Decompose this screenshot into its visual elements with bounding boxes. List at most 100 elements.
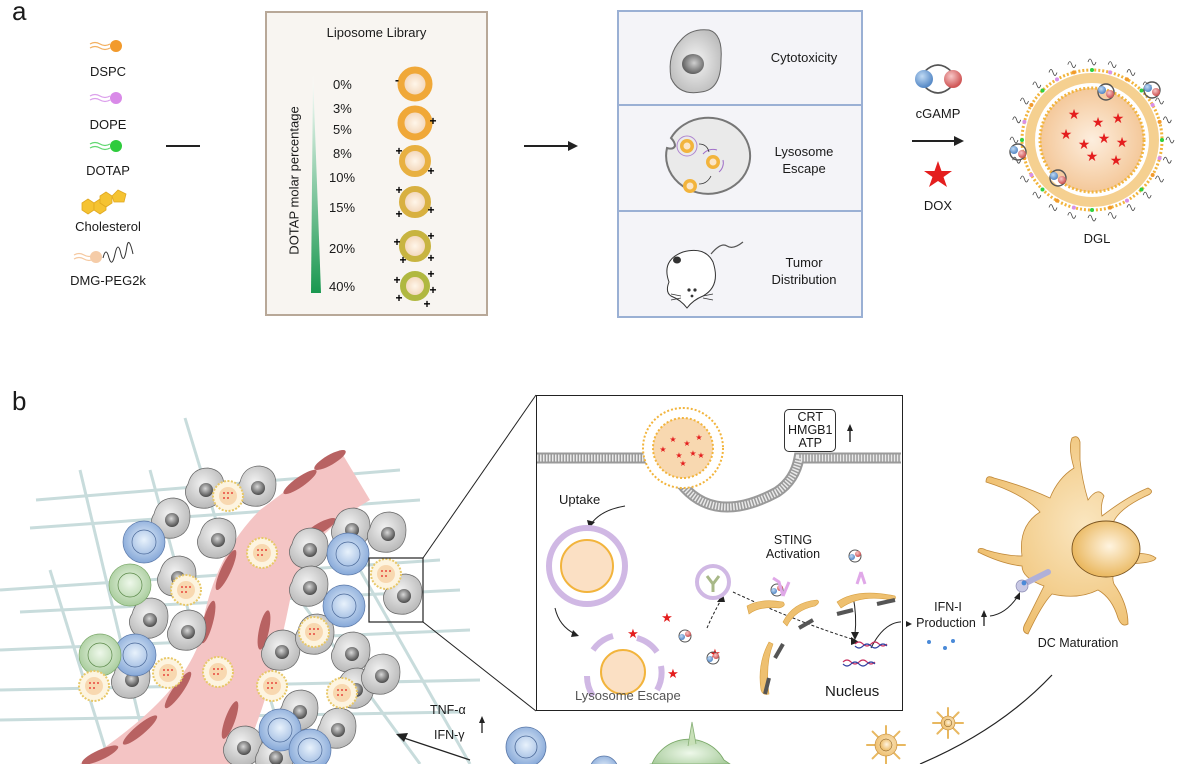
dgl-nanoparticle <box>170 574 202 606</box>
dox-star-icon: ★ <box>1116 134 1129 150</box>
cgamp-icon <box>706 651 720 665</box>
peg-chain <box>1032 191 1042 199</box>
liposome-icon <box>399 230 431 262</box>
peg-chain <box>1048 204 1058 211</box>
nucleus <box>345 647 359 661</box>
dotap-icon <box>89 140 122 152</box>
peg-chain <box>1087 214 1097 222</box>
dc-maturation-label: DC Maturation <box>1037 636 1119 650</box>
pct-10: 10% <box>329 170 356 185</box>
dox-star-icon: ★ <box>695 433 702 442</box>
dotap-label: DOTAP <box>86 163 130 178</box>
t-cell <box>258 708 302 752</box>
tumor-cell <box>166 609 207 651</box>
dspc-icon <box>89 40 122 52</box>
dox-star-icon: ★ <box>669 435 676 444</box>
lipid-head <box>1029 173 1034 177</box>
lipid-head <box>1108 70 1113 75</box>
charge-mark: + <box>427 229 434 243</box>
library-title: Liposome Library <box>326 25 427 40</box>
nucleus <box>303 581 317 595</box>
peg-chain <box>1012 116 1022 124</box>
assay-tumor-distribution: Tumor Distribution <box>619 212 861 318</box>
dendritic-cell-large <box>977 436 1157 635</box>
pct-5: 5% <box>333 122 352 137</box>
lipid-head <box>1150 173 1155 177</box>
uptake-label: Uptake <box>559 492 601 507</box>
lipid-head <box>1040 187 1045 192</box>
liposome-icon <box>397 66 433 102</box>
peg-chain <box>1067 61 1077 69</box>
nucleus <box>293 705 307 719</box>
marker-atp: ATP <box>798 436 822 450</box>
lipid-head <box>1125 198 1129 203</box>
panel-a-label: a <box>12 0 27 26</box>
dox-star-icon: ★ <box>661 610 673 625</box>
tumor-cell <box>128 597 169 639</box>
lipid-head <box>1139 88 1144 93</box>
pct-40: 40% <box>329 279 356 294</box>
assay-label-cytotoxicity: Cytotoxicity <box>770 50 838 65</box>
tumor-cell <box>366 511 407 553</box>
peg-chain <box>1126 69 1136 76</box>
t-cell <box>590 755 618 764</box>
cgamp-icon <box>1009 143 1027 161</box>
peg-chain <box>1107 211 1117 219</box>
endothelial-cells <box>81 450 346 764</box>
cytokine-ifng-label: IFN-γ <box>434 728 465 742</box>
lysosome-escape-label: Lysosome Escape <box>575 688 681 703</box>
peg-chain <box>1155 175 1164 183</box>
nucleus <box>381 527 395 541</box>
t-cell <box>288 728 332 764</box>
lipid-head <box>1029 103 1034 107</box>
panel-b-label: b <box>12 386 27 416</box>
liposome-icon <box>399 145 431 177</box>
lipid-head <box>1040 88 1045 93</box>
dox-star-icon <box>924 161 952 187</box>
nucleus <box>211 533 225 547</box>
pct-15: 15% <box>329 200 356 215</box>
liposome-icon <box>400 271 430 301</box>
tumor-cell <box>330 631 371 673</box>
assay-label-lysosome-line1: Lysosome <box>774 144 834 159</box>
peg-chain <box>1162 116 1172 124</box>
nucleus <box>397 589 411 603</box>
nucleus <box>237 741 251 755</box>
charge-mark: + <box>427 251 434 265</box>
nucleus <box>143 613 157 627</box>
receptor-icon <box>1015 569 1051 593</box>
nucleus <box>125 673 139 687</box>
cgamp-icon <box>848 549 862 563</box>
dox-star-icon: ★ <box>1086 148 1099 164</box>
cytokine-tnf-label: TNF-α <box>430 703 466 717</box>
lysosome-icon <box>665 116 752 195</box>
dgl-nanoparticle <box>370 558 402 590</box>
lipid-head <box>1125 77 1129 82</box>
lipid-head <box>1139 187 1144 192</box>
assay-panel: Cytotoxicity Lysosome Escape Tumor Distr… <box>617 10 863 318</box>
nk-cell <box>108 563 152 607</box>
lipid-head <box>1108 205 1113 210</box>
lipid-head <box>1071 70 1076 75</box>
marker-crt: CRT <box>797 410 823 424</box>
tumor-cell <box>236 465 277 507</box>
arrow-to-tissue <box>396 733 471 761</box>
peg-chain <box>1165 136 1175 144</box>
assay-lysosome-escape: Lysosome Escape <box>619 106 861 212</box>
arrow-to-library <box>166 145 200 147</box>
maturation-arc <box>919 674 1053 764</box>
library-liposome-0: - <box>395 66 433 102</box>
assay-label-lysosome-line2: Escape <box>782 161 826 176</box>
cholesterol-icon <box>81 189 127 215</box>
t-cell <box>505 726 547 764</box>
cgamp-icon <box>770 583 784 597</box>
tumor-cell <box>288 565 329 607</box>
charge-mark: + <box>399 253 406 267</box>
nucleus-label: Nucleus <box>825 683 880 700</box>
lipid-head <box>1160 138 1164 142</box>
nucleus <box>199 483 213 497</box>
liposome-library-box: Liposome Library DOTAP molar percentage … <box>265 11 488 316</box>
cgamp-icon <box>1097 83 1115 101</box>
cholesterol-label: Cholesterol <box>75 219 141 234</box>
